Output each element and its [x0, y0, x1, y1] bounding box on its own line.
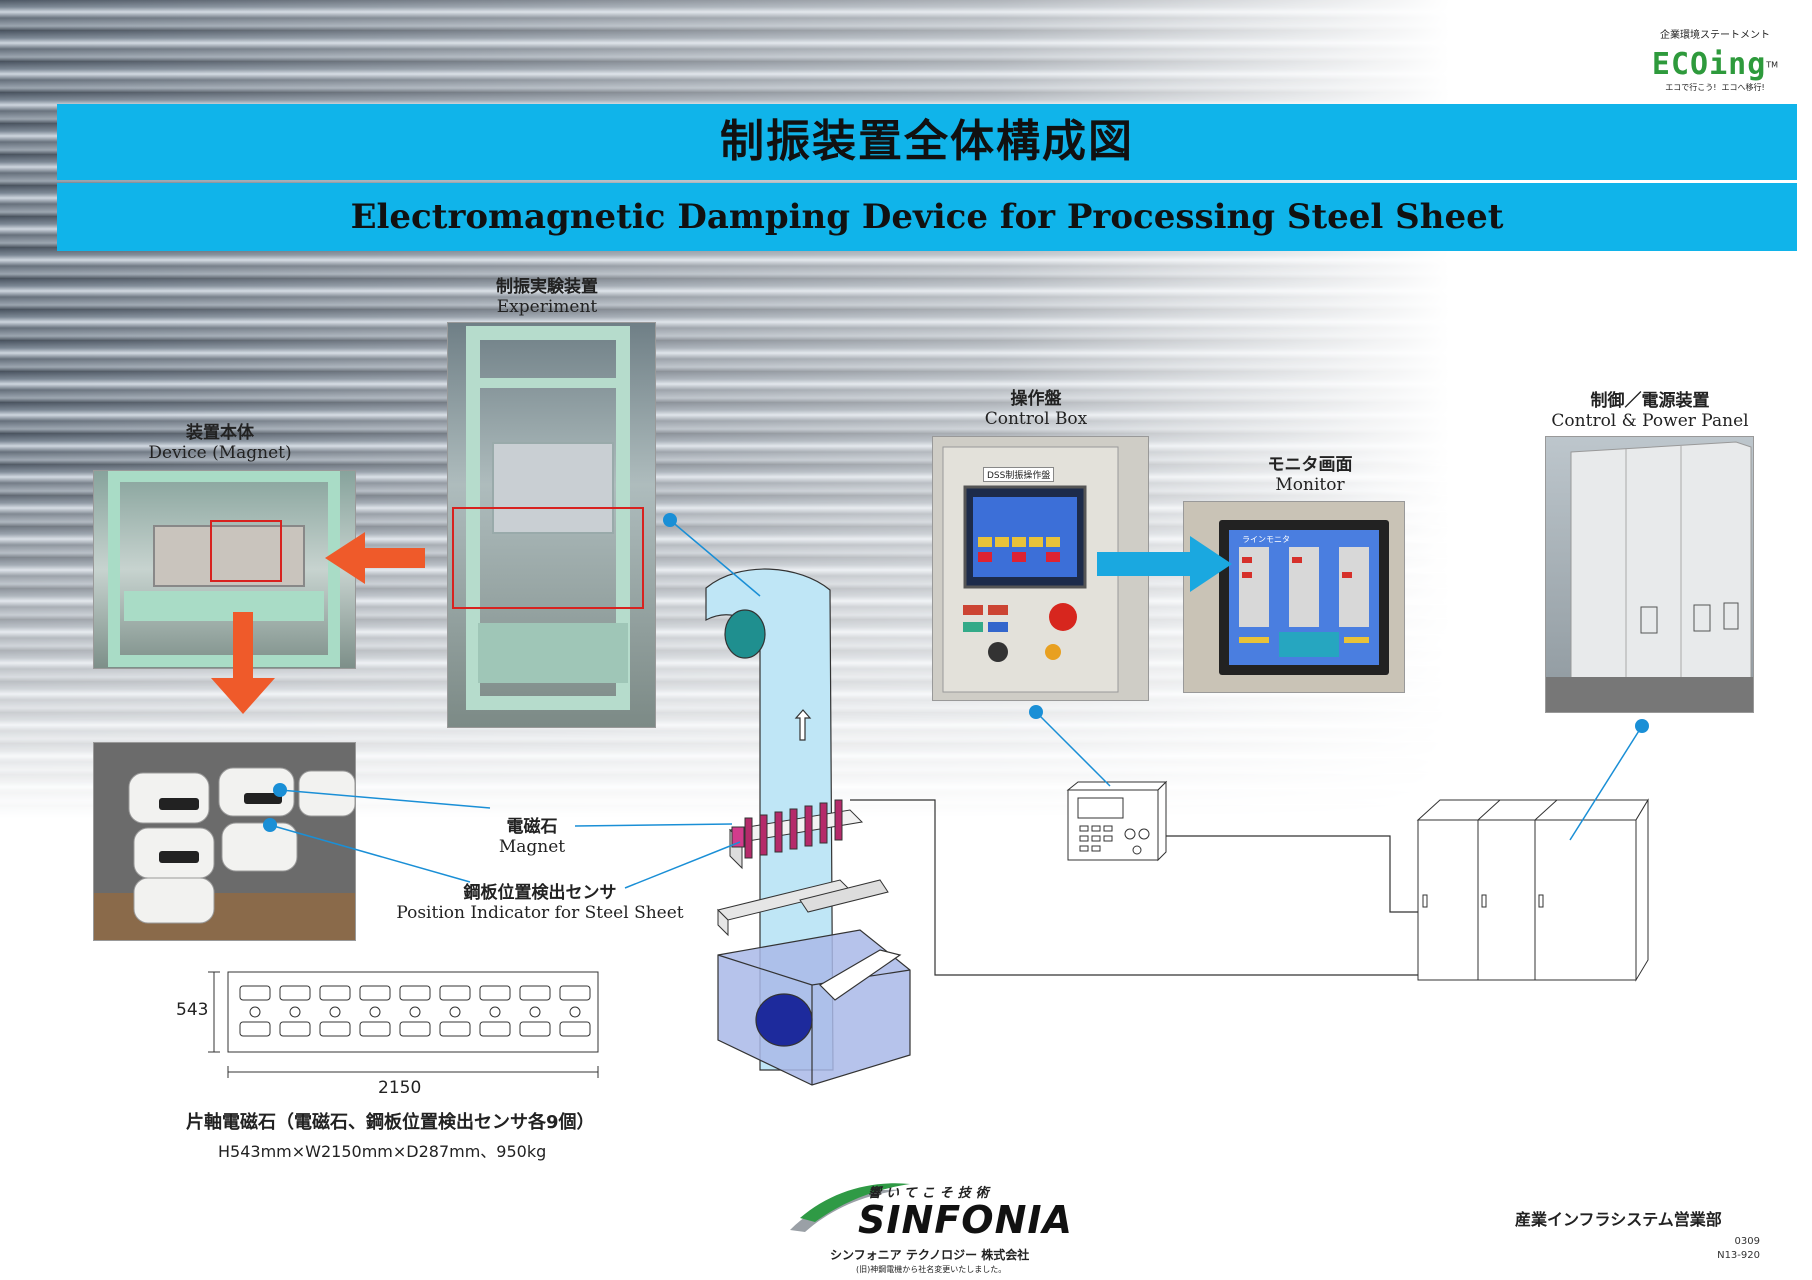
- control-box-schematic: [1066, 780, 1168, 862]
- monitor-photo: ラインモニタ: [1183, 501, 1405, 693]
- label-monitor: モニタ画面 Monitor: [1210, 450, 1410, 495]
- dimension-width-label: 2150: [378, 1078, 422, 1098]
- label-monitor-en: Monitor: [1275, 475, 1345, 495]
- device-frame-drawing: [108, 471, 340, 667]
- company-name: シンフォニア テクノロジー 株式会社: [830, 1248, 1030, 1262]
- control-panel-screen-title: DSS制振操作盤: [983, 467, 1055, 482]
- callouts: [263, 513, 1649, 889]
- experiment-photo: [447, 322, 656, 728]
- callout-dot-experiment: [663, 513, 677, 527]
- label-control-box-en: Control Box: [984, 409, 1088, 429]
- control-box-photo: DSS制振操作盤: [932, 436, 1149, 701]
- label-device-en: Device (Magnet): [148, 443, 292, 463]
- label-power-panel-jp: 制御／電源装置: [1590, 391, 1710, 411]
- title-banner-jp: 制振装置全体構成図: [57, 104, 1797, 180]
- doc-code-2: N13-920: [1717, 1250, 1760, 1261]
- label-experiment-jp: 制振実験装置: [496, 277, 598, 297]
- magnet-dimension-drawing: [208, 971, 599, 1078]
- ecoing-logo: 企業環境ステートメント ECOingTM エコで行こう! エコへ移行!: [1640, 26, 1790, 93]
- power-panel-schematic: [1416, 798, 1649, 982]
- label-experiment-en: Experiment: [496, 297, 598, 317]
- magnet-bar: [728, 799, 864, 870]
- experiment-frame-drawing: [452, 326, 644, 710]
- control-box-drawing: [942, 446, 1119, 693]
- sinfonia-wordmark: SINFONIA: [858, 1198, 1073, 1242]
- magnet-photo: [93, 742, 356, 941]
- monitor-screen-title: ラインモニタ: [1242, 535, 1290, 544]
- magnet-caption: 片軸電磁石（電磁石、鋼板位置検出センサ各9個）: [186, 1112, 595, 1133]
- sinfonia-tagline: 響いてこそ技術: [868, 1186, 994, 1201]
- label-device-jp: 装置本体: [186, 423, 254, 443]
- power-panel-photo: [1545, 436, 1754, 713]
- label-experiment: 制振実験装置 Experiment: [447, 272, 647, 317]
- blue-arrow-right: [1097, 536, 1232, 592]
- magnet-spec: H543mm×W2150mm×D287mm、950kg: [218, 1142, 547, 1161]
- label-sensor-jp: 鋼板位置検出センサ: [463, 883, 617, 903]
- label-magnet: 電磁石 Magnet: [462, 812, 602, 857]
- red-arrow-down: [211, 612, 275, 714]
- ecoing-caption: 企業環境ステートメント: [1660, 30, 1770, 41]
- doc-code-1: 0309: [1734, 1236, 1760, 1247]
- label-power-panel-en: Control & Power Panel: [1551, 411, 1749, 431]
- rollers: [717, 879, 889, 937]
- title-banner-en: Electromagnetic Damping Device for Proce…: [57, 183, 1797, 251]
- page-title-jp: 制振装置全体構成図: [720, 116, 1134, 167]
- red-arrow-left: [325, 532, 425, 584]
- sinfonia-swoosh-icon: [790, 1183, 910, 1232]
- magnet-units-drawing: [94, 767, 355, 940]
- ecoing-wordmark: ECOing: [1651, 47, 1767, 82]
- callout-dot-power-panel: [1635, 719, 1649, 733]
- label-sensor: 鋼板位置検出センサ Position Indicator for Steel S…: [390, 878, 690, 923]
- power-panel-drawing: [1546, 441, 1753, 712]
- page-title-en: Electromagnetic Damping Device for Proce…: [350, 197, 1504, 237]
- ecoing-tm: TM: [1766, 60, 1779, 70]
- label-monitor-jp: モニタ画面: [1267, 455, 1353, 475]
- label-magnet-en: Magnet: [498, 837, 566, 857]
- label-sensor-en: Position Indicator for Steel Sheet: [396, 903, 684, 923]
- callout-dot-magnet: [273, 783, 287, 797]
- callout-dot-control-box: [1029, 705, 1043, 719]
- cables: [850, 799, 1418, 976]
- label-power-panel: 制御／電源装置 Control & Power Panel: [1530, 386, 1770, 431]
- label-device: 装置本体 Device (Magnet): [120, 418, 320, 463]
- label-control-box-jp: 操作盤: [1010, 389, 1062, 409]
- label-magnet-jp: 電磁石: [506, 817, 558, 837]
- label-control-box: 操作盤 Control Box: [936, 384, 1136, 429]
- dimension-height-label: 543: [176, 1000, 209, 1020]
- company-rename-note: (旧)神鋼電機から社名変更いたしました。: [856, 1265, 1007, 1274]
- device-photo: [93, 470, 356, 669]
- monitor-drawing: [1219, 520, 1389, 675]
- ecoing-slogan-right: エコへ移行!: [1721, 83, 1765, 92]
- coating-tank: [717, 929, 911, 1086]
- callout-dot-sensor: [263, 818, 277, 832]
- ecoing-slogan-left: エコで行こう!: [1665, 83, 1717, 92]
- department-name: 産業インフラシステム営業部: [1515, 1210, 1722, 1229]
